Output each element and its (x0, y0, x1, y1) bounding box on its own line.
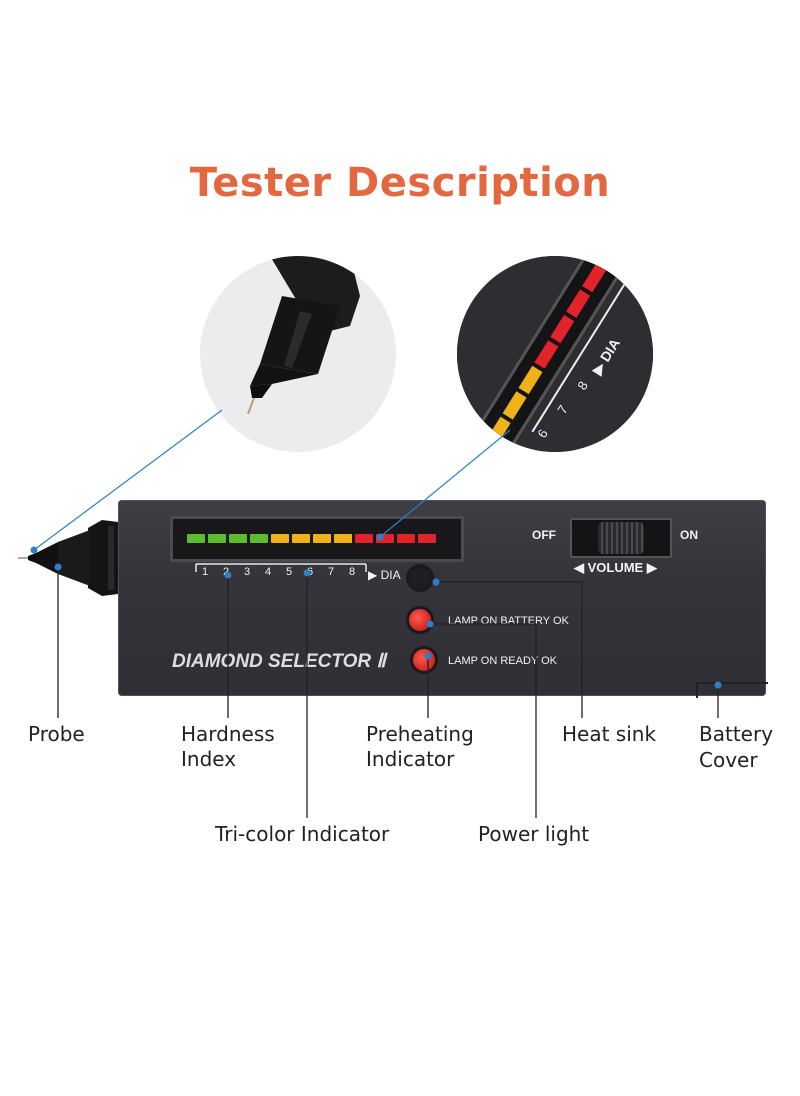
indicator-segment-green (208, 534, 226, 543)
label-preheating-line2: Indicator (366, 747, 455, 771)
scale-number-7: 7 (328, 566, 335, 578)
scale-number-3: 3 (244, 566, 251, 578)
label-battery-line2: Cover (699, 748, 758, 772)
switch-knob[interactable] (598, 522, 644, 554)
indicator-segment-red (355, 534, 373, 543)
indicator-segment-red (418, 534, 436, 543)
probe-zoom-image (200, 256, 396, 452)
indicator-segment-red (397, 534, 415, 543)
probe-tip-drawing (247, 256, 360, 415)
indicator-segment-yellow (313, 534, 331, 543)
scale-number-5: 5 (286, 566, 293, 578)
tester-device: 1 2 3 4 5 6 7 8 ▶ DIA OFF ON ◀ VOLUME ▶ … (118, 500, 768, 698)
lamp-ready-label: LAMP ON READY OK (448, 655, 558, 667)
scale-number-8: 8 (349, 566, 356, 578)
label-heat-sink: Heat sink (562, 722, 657, 746)
scale-number-4: 4 (265, 566, 272, 578)
label-hardness-line2: Index (181, 747, 237, 771)
power-switch[interactable] (570, 518, 672, 558)
probe-head (18, 520, 118, 596)
label-hardness-line1: Hardness (181, 722, 275, 746)
tri-color-indicator (170, 516, 464, 562)
battery-cover (696, 682, 768, 698)
volume-label: ◀ VOLUME ▶ (574, 560, 657, 575)
indicator-segment-green (229, 534, 247, 543)
label-tri-color: Tri-color Indicator (215, 822, 390, 846)
hardness-scale (195, 563, 367, 572)
lamp-battery-label: LAMP ON BATTERY OK (448, 615, 569, 627)
label-preheating-line1: Preheating (366, 722, 474, 746)
indicator-segment-red (376, 534, 394, 543)
indicator-segment-green (187, 534, 205, 543)
power-light-lamp (406, 606, 434, 634)
scale-number-1: 1 (202, 566, 209, 578)
preheating-indicator-lamp (410, 646, 438, 674)
heat-sink (406, 564, 434, 592)
switch-off-label: OFF (532, 528, 556, 542)
page-title: Tester Description (189, 160, 611, 206)
indicator-zoom-image: 6 7 8 ▶ DIA (457, 256, 653, 452)
indicator-segment-yellow (292, 534, 310, 543)
indicator-segment-yellow (334, 534, 352, 543)
indicator-segment-yellow (271, 534, 289, 543)
scale-number-6: 6 (307, 566, 314, 578)
scale-dia-label: ▶ DIA (368, 568, 401, 582)
brand-label: DIAMOND SELECTOR Ⅱ (172, 651, 386, 672)
indicator-segment-green (250, 534, 268, 543)
switch-on-label: ON (680, 528, 698, 542)
indicator-zoom-drawing (457, 256, 653, 452)
label-power-light: Power light (478, 822, 590, 846)
scale-number-2: 2 (223, 566, 230, 578)
label-battery-line1: Battery (699, 722, 774, 746)
label-probe: Probe (28, 722, 85, 746)
